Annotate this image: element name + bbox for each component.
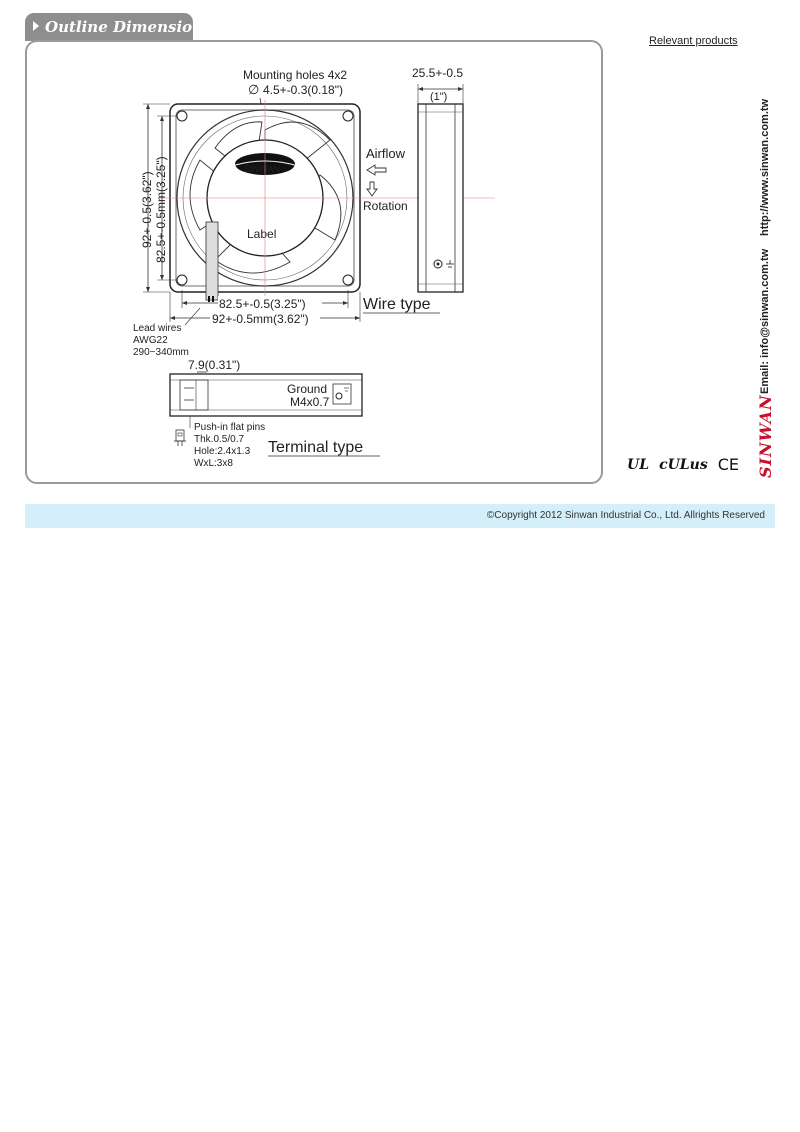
ground-screw-text: M4x0.7 bbox=[290, 395, 330, 409]
culus-mark-icon: cULus bbox=[659, 456, 708, 473]
pins-wxl-text: WxL:3x8 bbox=[194, 458, 233, 469]
pins-hole-text: Hole:2.4x1.3 bbox=[194, 446, 251, 457]
terminal-side-view bbox=[169, 373, 363, 417]
depth-inch-text: (1") bbox=[430, 91, 447, 103]
wire-type-text: Wire type bbox=[363, 296, 431, 313]
diameter-symbol: ∅ bbox=[248, 82, 259, 97]
fan-front-view: SINWAN Label bbox=[160, 100, 495, 302]
width-outer-text: 92+-0.5mm(3.62") bbox=[212, 312, 309, 326]
ce-mark-icon: CE bbox=[717, 455, 739, 474]
fan-label-text: Label bbox=[247, 227, 276, 241]
hole-diameter-text: 4.5+-0.3(0.18") bbox=[263, 83, 343, 97]
terminal-width-text: 7.9(0.31") bbox=[188, 358, 240, 372]
fan-brand-logo: SINWAN bbox=[244, 164, 280, 174]
terminal-type-text: Terminal type bbox=[268, 439, 363, 456]
rotation-text: Rotation bbox=[363, 199, 408, 213]
pins-thk-text: Thk.0.5/0.7 bbox=[194, 434, 244, 445]
depth-text: 25.5+-0.5 bbox=[412, 66, 463, 80]
mounting-holes-text: Mounting holes 4x2 bbox=[243, 68, 347, 82]
outline-drawing: Mounting holes 4x2 ∅ 4.5+-0.3(0.18") SIN… bbox=[133, 66, 495, 469]
awg-text: AWG22 bbox=[133, 335, 168, 346]
rotation-arrow-icon bbox=[366, 181, 378, 197]
copyright-text: ©Copyright 2012 Sinwan Industrial Co., L… bbox=[486, 510, 765, 521]
sidebar-brand: SINWAN bbox=[756, 394, 775, 478]
lead-wires-text: Lead wires bbox=[133, 323, 181, 334]
pins-title-text: Push-in flat pins bbox=[194, 422, 265, 433]
footer-bar: ©Copyright 2012 Sinwan Industrial Co., L… bbox=[25, 504, 775, 528]
height-inner-text: 82.5+-0.5mm(3.25") bbox=[154, 156, 168, 263]
section-tab: Outline Dimensions bbox=[25, 13, 212, 41]
width-inner-text: 82.5+-0.5(3.25") bbox=[219, 297, 306, 311]
airflow-text: Airflow bbox=[366, 146, 406, 161]
wire-length-text: 290~340mm bbox=[133, 347, 189, 358]
height-outer-text: 92+-0.5(3.62") bbox=[140, 171, 154, 248]
ul-mark-icon: UL bbox=[627, 456, 650, 473]
relevant-products-link[interactable]: Relevant products bbox=[649, 35, 738, 47]
ground-text: Ground bbox=[287, 382, 327, 396]
triangle-icon bbox=[33, 21, 39, 31]
airflow-arrow-icon bbox=[366, 164, 387, 176]
certification-logos: UL cULus CE bbox=[627, 455, 739, 474]
section-title: Outline Dimensions bbox=[45, 18, 212, 36]
website-text[interactable]: http://www.sinwan.com.tw bbox=[759, 98, 771, 236]
email-text[interactable]: Email: info@sinwan.com.tw bbox=[759, 248, 771, 394]
fan-side-view bbox=[417, 103, 464, 293]
flat-pin-icon bbox=[174, 429, 186, 446]
